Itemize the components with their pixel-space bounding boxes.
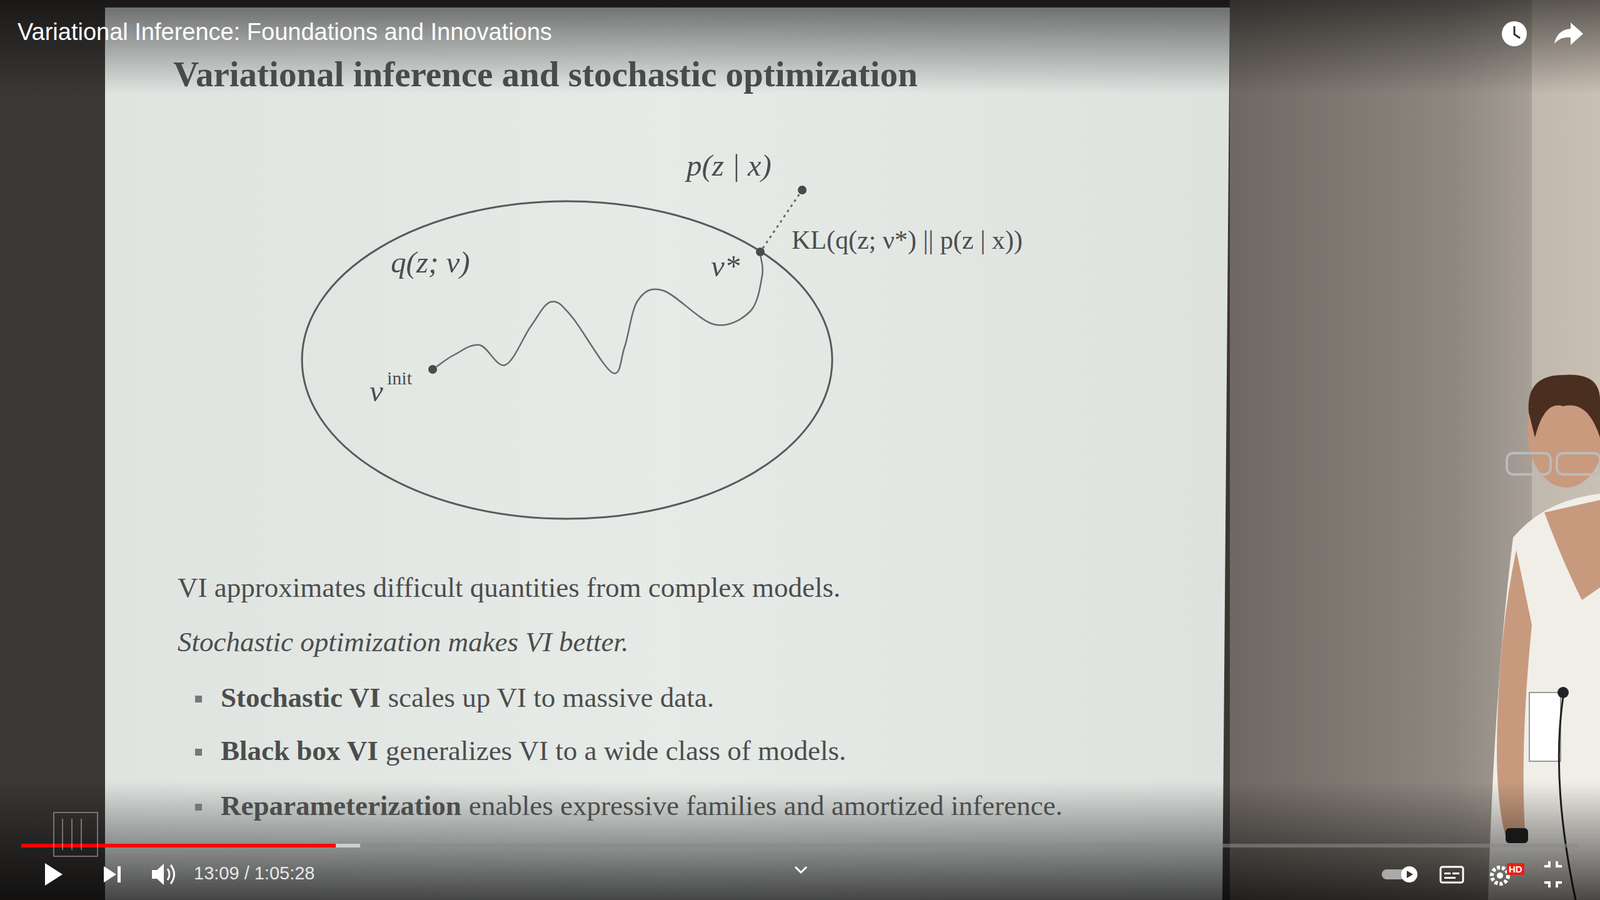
autoplay-toggle <box>1381 866 1418 883</box>
edge-label: KL(q(z; ν*) || p(z | x)) <box>791 225 1023 256</box>
bullet-term: Stochastic VI <box>220 680 381 715</box>
bullet-marker <box>195 749 202 756</box>
initial-point: νinit <box>428 365 438 374</box>
bullet-text: generalizes VI to a wide class of models… <box>385 734 846 768</box>
volume-icon <box>151 864 175 886</box>
settings-gear <box>1491 867 1509 885</box>
progress-track <box>21 844 1579 848</box>
point-superscript: init <box>387 367 413 390</box>
slide-text: Stochastic optimization makes VI better. <box>177 626 629 660</box>
bullet-text: scales up VI to massive data. <box>387 680 715 715</box>
ellipse-line <box>301 201 833 519</box>
variational-family: q(z; ν) νinit ν* <box>300 200 834 521</box>
video-time: 13:09 / 1:05:28 <box>193 863 316 885</box>
bullet-line: Black box VIgeneralizes VI to a wide cla… <box>220 734 846 768</box>
hd-badge: HD <box>1506 863 1525 876</box>
next-icon <box>103 866 121 883</box>
point-label: p(z | x) <box>686 148 772 184</box>
fullscreen-exit-icon <box>1544 861 1562 888</box>
captions-icon <box>1440 867 1464 883</box>
ellipse-outline <box>300 200 834 521</box>
share-icon <box>1554 22 1584 46</box>
bullet-text: enables expressive families and amortize… <box>468 789 1063 823</box>
bullet-term: Reparameterization <box>220 789 462 823</box>
bullet-line: Stochastic VIscales up VI to massive dat… <box>220 680 715 715</box>
slide-text: VI approximates difficult quantities fro… <box>177 572 841 605</box>
slide-title: Variational inference and stochastic opt… <box>173 53 918 96</box>
bullet-marker <box>195 695 202 703</box>
progress-played <box>21 844 336 848</box>
bullet-line: Reparameterizationenables expressive fam… <box>220 789 1063 823</box>
channel-watermark <box>53 812 98 857</box>
play-icon <box>45 863 63 886</box>
chevron-icon <box>795 867 807 873</box>
point-label: ν* <box>710 248 740 284</box>
family-label: q(z; ν) <box>390 245 471 281</box>
bullet-marker <box>195 804 202 811</box>
projected-slide <box>105 7 1230 900</box>
watch-later-icon <box>1501 21 1527 47</box>
posterior-point: p(z | x) <box>797 185 807 195</box>
video-title: Variational Inference: Foundations and I… <box>17 18 553 47</box>
bullet-term: Black box VI <box>220 734 379 768</box>
optimal-point: ν* <box>755 247 765 257</box>
controls-shade <box>0 781 1600 900</box>
point-label: ν <box>369 373 384 409</box>
